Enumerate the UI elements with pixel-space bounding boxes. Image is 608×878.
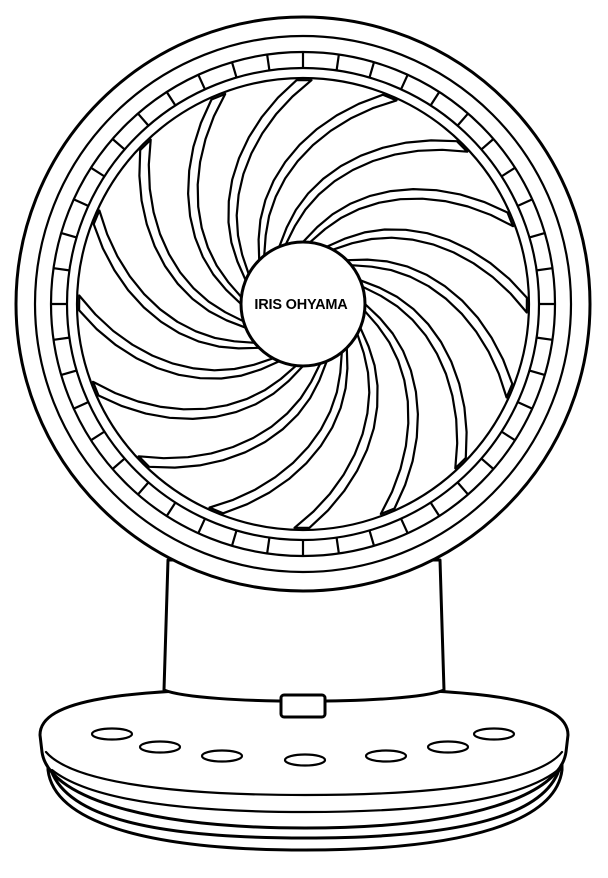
fan-blades — [78, 79, 528, 529]
grille-slot — [112, 458, 125, 470]
fan-blade — [92, 209, 261, 350]
grille-slot — [166, 91, 176, 106]
grille-slot — [481, 458, 494, 470]
fan-blade — [257, 93, 398, 262]
grille-slot — [53, 267, 70, 272]
fan-blade — [325, 228, 528, 314]
grille-slot — [197, 74, 206, 90]
fan-blade — [91, 364, 305, 420]
grille-slot — [61, 232, 77, 239]
grille-slot — [457, 113, 469, 126]
grille-slot — [400, 74, 409, 90]
grille-slot — [197, 518, 206, 534]
control-button[interactable] — [138, 740, 182, 754]
grille-slot — [112, 138, 125, 150]
fan-blade — [293, 326, 379, 529]
grille-slot — [400, 518, 409, 534]
fan-neck — [162, 558, 446, 719]
fan-blade — [137, 360, 328, 469]
fan-blade — [301, 188, 515, 244]
grille-slot — [529, 369, 545, 376]
grille-slot — [137, 482, 149, 495]
housing-inner-ring — [33, 34, 573, 574]
grille-slot — [529, 232, 545, 239]
grille-slot — [481, 138, 494, 150]
fan-head: IRIS OHYAMA — [14, 15, 592, 593]
base-lower-line — [50, 768, 560, 814]
grille-slot — [266, 54, 271, 71]
center-hub — [239, 240, 367, 368]
grille-slot — [53, 336, 70, 341]
fan-blade — [278, 139, 469, 248]
control-button-row — [90, 727, 516, 767]
display-panel — [279, 693, 327, 719]
grille-slot — [61, 369, 77, 376]
fan-base — [38, 686, 570, 852]
grille-slot — [501, 167, 516, 177]
fan-blade — [363, 302, 419, 516]
grille-slot — [517, 198, 533, 207]
grille-slot — [430, 91, 440, 106]
grille-slot — [430, 502, 440, 517]
fan-blade — [227, 79, 313, 282]
grille-slot — [231, 62, 238, 78]
control-button[interactable] — [200, 749, 244, 763]
fan-blade — [359, 279, 468, 470]
grille-slot — [166, 502, 176, 517]
grille-slot — [335, 54, 340, 71]
grille-slot — [501, 431, 516, 441]
fan-blade — [187, 92, 243, 306]
grille-slot — [517, 401, 533, 410]
base-foot — [46, 750, 564, 852]
grille-slot — [536, 336, 553, 341]
grille-slot — [335, 537, 340, 554]
control-button[interactable] — [90, 727, 134, 741]
grille-slot — [73, 401, 89, 410]
grille-slot — [266, 537, 271, 554]
grille-slot — [457, 482, 469, 495]
grille-slot — [90, 167, 105, 177]
grille-slot — [90, 431, 105, 441]
grille-slot — [137, 113, 149, 126]
grille-slot — [368, 530, 375, 546]
base-rim-line — [44, 750, 564, 797]
control-button[interactable] — [364, 749, 408, 763]
blade-ring — [75, 76, 531, 532]
fan-blade — [78, 294, 281, 380]
brand-logo: IRIS OHYAMA — [254, 297, 348, 313]
grille-slots — [50, 51, 556, 557]
control-button[interactable] — [283, 753, 327, 767]
grille-slot — [231, 530, 238, 546]
grille-slot — [536, 267, 553, 272]
grille-slot — [368, 62, 375, 78]
fan-blade — [208, 346, 349, 515]
grille-slot — [73, 198, 89, 207]
fan-blade — [138, 138, 247, 329]
fan-blade — [345, 258, 514, 399]
control-button[interactable] — [426, 740, 470, 754]
control-button[interactable] — [472, 727, 516, 741]
